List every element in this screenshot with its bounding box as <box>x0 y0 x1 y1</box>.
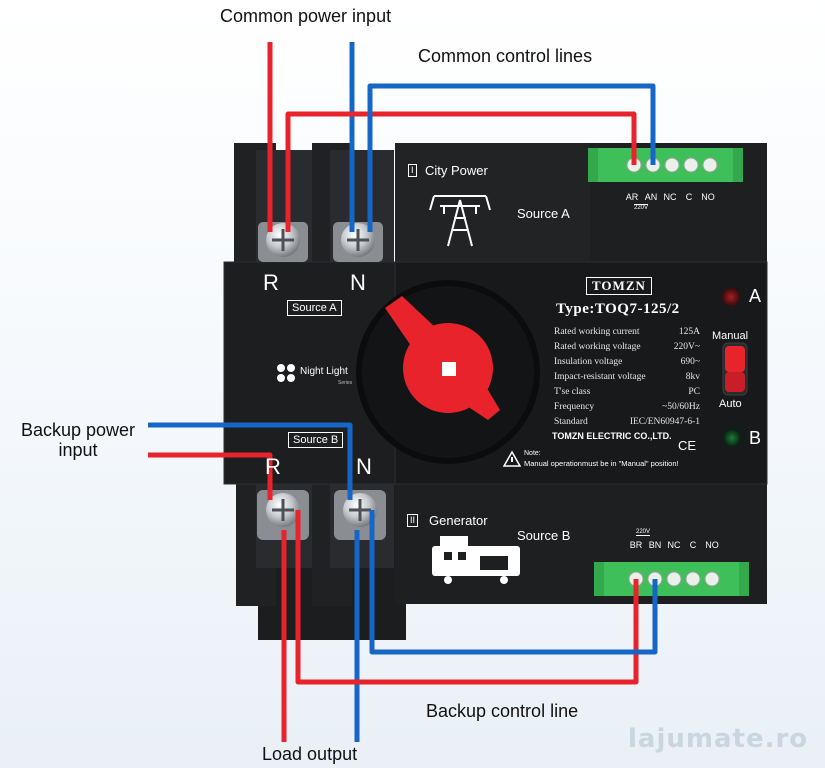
bottom-terminal-n-label: N <box>356 454 372 479</box>
company-name: TOMZN ELECTRIC CO.,LTD. <box>552 431 672 441</box>
top-terminal-labels: AR AN NC C NO <box>624 192 716 202</box>
source-a-tag: Source A <box>287 300 342 316</box>
night-light-icon <box>277 364 295 382</box>
indicator-a-label: A <box>749 286 762 306</box>
note-title: Note: <box>524 450 541 457</box>
bottom-terminal-labels: BR BN NC C NO <box>628 540 720 550</box>
city-power-label: City Power <box>425 163 488 178</box>
led-b <box>723 429 741 447</box>
terminal-label: BN <box>648 540 662 550</box>
source-b-text: Source B <box>517 528 571 543</box>
night-light-label: Night Light <box>300 366 348 377</box>
control-neutral-wire-a <box>367 83 656 232</box>
terminal-label: NO <box>705 540 719 550</box>
model-type: Type:TOQ7-125/2 <box>556 301 680 317</box>
terminal-label: AR <box>625 192 639 202</box>
manual-auto-switch[interactable] <box>722 342 748 396</box>
generator-label: Generator <box>429 513 488 528</box>
common-control-lines-label: Common control lines <box>418 46 593 66</box>
generator-icon <box>432 536 520 584</box>
rotary-switch[interactable] <box>356 280 540 464</box>
source-b-tag: Source B <box>288 432 344 448</box>
spec-row: Frequency~50/60Hz <box>554 402 700 412</box>
backup-input-live-wire <box>148 452 273 500</box>
terminal-label: C <box>685 192 693 202</box>
control-neutral-wire-b <box>369 510 658 655</box>
top-block-voltage: 220V <box>634 204 649 211</box>
top-terminal-n-label: N <box>350 270 366 295</box>
backup-power-input-label: Backup power input <box>20 420 136 460</box>
power-tower-icon <box>429 195 491 247</box>
generator-number: II <box>407 514 419 527</box>
backup-control-line-label: Backup control line <box>426 701 579 721</box>
indicator-b-label: B <box>749 428 762 448</box>
led-a <box>722 288 740 306</box>
terminal-label: NO <box>701 192 715 202</box>
source-a-text: Source A <box>517 206 570 221</box>
control-live-wire-a <box>285 111 637 232</box>
night-light-sub: Series <box>338 380 353 386</box>
warning-icon <box>502 450 522 467</box>
terminal-label: NC <box>663 192 677 202</box>
brand-logo: TOMZN <box>586 277 652 295</box>
load-output-label: Load output <box>262 744 358 764</box>
terminal-label: C <box>689 540 697 550</box>
bottom-terminal-r-label: R <box>265 454 281 479</box>
common-power-input-label: Common power input <box>220 6 392 26</box>
manual-label: Manual <box>712 330 749 342</box>
wires <box>148 42 658 742</box>
bottom-block-voltage: 220V <box>636 529 651 536</box>
auto-label: Auto <box>719 398 742 410</box>
city-power-number: I <box>408 164 417 177</box>
top-terminal-r-label: R <box>263 270 279 295</box>
note-text: Manual operationmust be in "Manual" posi… <box>524 459 679 468</box>
switch-handle[interactable] <box>385 296 500 420</box>
ce-mark: CE <box>678 438 697 453</box>
backup-input-neutral-wire <box>148 422 353 500</box>
terminal-label: BR <box>629 540 643 550</box>
control-live-wire-b <box>295 510 639 685</box>
watermark-logo: lajumate.ro <box>628 724 809 754</box>
terminal-label: AN <box>644 192 658 202</box>
terminal-label: NC <box>667 540 681 550</box>
